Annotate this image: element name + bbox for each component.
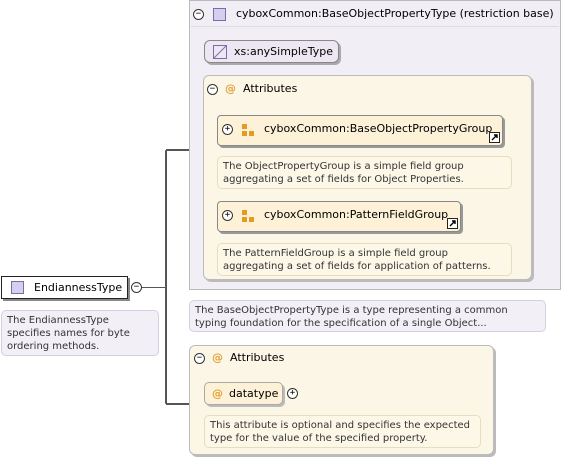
attribute-expand-icon[interactable]: +: [287, 388, 298, 399]
simple-type-icon: [213, 45, 227, 59]
attributes-inner-label: Attributes: [243, 82, 298, 95]
root-doc: The EndiannessType specifies names for b…: [1, 310, 159, 356]
attribute-doc-datatype: This attribute is optional and specifies…: [204, 415, 481, 448]
title-underline: [191, 26, 559, 27]
group-icon: [242, 210, 254, 222]
group-expand-icon[interactable]: +: [222, 124, 233, 135]
group-label: cyboxCommon:BaseObjectPropertyGroup: [264, 122, 493, 135]
attributes-inner-collapse-icon[interactable]: −: [207, 84, 218, 95]
group-doc-text: The PatternFieldGroup is a simple field …: [223, 248, 491, 272]
attribute-symbol-icon: @: [225, 82, 236, 95]
complex-content-doc: The BaseObjectPropertyType is a type rep…: [189, 300, 546, 332]
attribute-symbol-icon: @: [212, 387, 223, 400]
group-doc-pattern-field: The PatternFieldGroup is a simple field …: [217, 243, 512, 276]
group-icon: [242, 124, 254, 136]
attributes-outer-label: Attributes: [230, 351, 285, 364]
type-icon: [213, 8, 226, 21]
group-doc-text: The ObjectPropertyGroup is a simple fiel…: [223, 161, 464, 185]
connector-vertical: [165, 150, 167, 404]
root-element-box[interactable]: EndiannessType: [1, 276, 128, 299]
base-type-label: xs:anySimpleType: [234, 45, 333, 58]
group-doc-base-object-property: The ObjectPropertyGroup is a simple fiel…: [217, 156, 512, 189]
attribute-doc-text: This attribute is optional and specifies…: [210, 420, 471, 444]
connector-root: [142, 287, 166, 288]
complex-type-icon: [11, 281, 24, 294]
connector-bottom: [166, 403, 190, 405]
attributes-outer-collapse-icon[interactable]: −: [194, 353, 205, 364]
attribute-label: datatype: [229, 387, 279, 400]
complex-content-collapse-icon[interactable]: −: [193, 9, 204, 20]
base-type-box[interactable]: xs:anySimpleType: [204, 40, 339, 63]
root-doc-text: The EndiannessType specifies names for b…: [7, 315, 130, 352]
root-collapse-icon[interactable]: −: [131, 282, 142, 293]
group-expand-icon[interactable]: +: [222, 210, 233, 221]
group-label: cyboxCommon:PatternFieldGroup: [264, 208, 449, 221]
group-box-pattern-field[interactable]: + cyboxCommon:PatternFieldGroup: [217, 201, 461, 232]
group-box-base-object-property[interactable]: + cyboxCommon:BaseObjectPropertyGroup: [217, 115, 503, 146]
complex-content-title: cyboxCommon:BaseObjectPropertyType (rest…: [236, 7, 554, 20]
attribute-box-datatype[interactable]: @ datatype: [204, 382, 283, 405]
link-icon[interactable]: [489, 132, 500, 143]
complex-content-doc-text: The BaseObjectPropertyType is a type rep…: [195, 305, 508, 329]
root-element-label: EndiannessType: [34, 281, 123, 294]
attribute-symbol-icon: @: [212, 351, 223, 364]
connector-top: [166, 149, 190, 151]
link-icon[interactable]: [447, 218, 458, 229]
